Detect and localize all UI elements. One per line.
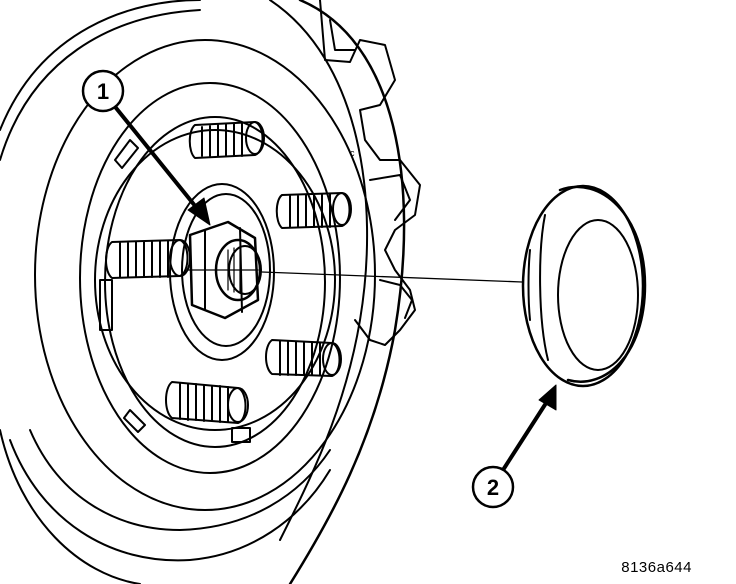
hub-nut xyxy=(187,220,260,320)
callout-1-label: 1 xyxy=(97,79,109,104)
figure-id: 8136a644 xyxy=(621,559,692,576)
wheel-studs xyxy=(105,121,352,424)
svg-text:c: c xyxy=(350,148,355,158)
brake-rotor xyxy=(0,0,406,584)
wheel-stud xyxy=(188,121,265,159)
hub-flange xyxy=(94,129,336,443)
callout-arrow-2 xyxy=(501,384,557,472)
callout-2-label: 2 xyxy=(487,475,499,500)
alignment-line xyxy=(261,271,523,283)
wheel-stud xyxy=(165,381,249,424)
wheel-stud xyxy=(275,192,352,229)
callout-1: 1 xyxy=(81,69,125,113)
hub-cap xyxy=(521,184,647,388)
hub-center xyxy=(169,183,275,361)
wheel-stud xyxy=(105,239,191,279)
brake-caliper: c xyxy=(319,0,421,346)
wheel-stud xyxy=(265,339,342,377)
callout-arrow-1 xyxy=(110,101,211,226)
callout-2: 2 xyxy=(471,465,515,509)
